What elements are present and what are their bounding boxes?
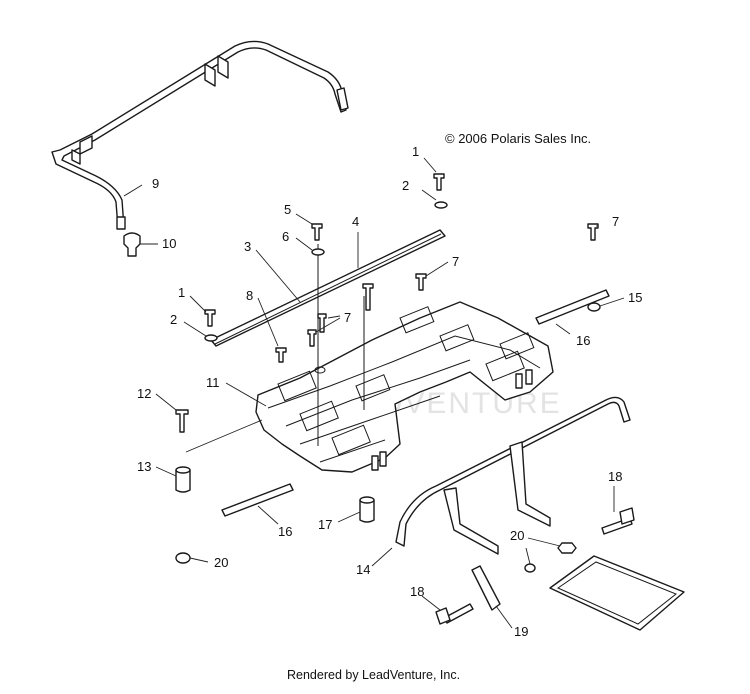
callout-11: 11	[206, 375, 220, 390]
callout-9: 9	[152, 176, 159, 191]
callout-20-left: 20	[214, 555, 228, 570]
callout-6: 6	[282, 229, 289, 244]
footer-credit: Rendered by LeadVenture, Inc.	[287, 668, 461, 682]
callout-16-lower: 16	[278, 524, 292, 539]
tray	[549, 555, 685, 631]
callout-18-right: 18	[608, 469, 622, 484]
rear-rail-part-14	[395, 396, 631, 555]
callout-18-lower: 18	[410, 584, 424, 599]
callout-labels: 1 2 5 6 4 3 7 7 1 2 8 7 9 10 7 15 16 11 …	[137, 144, 642, 639]
callout-14: 14	[356, 562, 370, 577]
callout-17: 17	[318, 517, 332, 532]
bracket-part-19	[471, 565, 501, 611]
copyright-notice: © 2006 Polaris Sales Inc.	[445, 131, 592, 146]
rack-platform-part-11	[255, 301, 554, 473]
callout-7-middle: 7	[344, 310, 351, 325]
callout-2-left: 2	[170, 312, 177, 327]
strip-part-16	[221, 289, 610, 517]
callout-12: 12	[137, 386, 151, 401]
spacers	[175, 466, 375, 523]
front-strip-part-3	[210, 229, 446, 347]
rivet-part-10	[123, 232, 141, 257]
callout-7-upper: 7	[452, 254, 459, 269]
callout-15: 15	[628, 290, 642, 305]
callout-8: 8	[246, 288, 253, 303]
front-rail-part-9	[51, 40, 349, 230]
part-4-lines	[317, 232, 365, 446]
callout-4: 4	[352, 214, 359, 229]
callout-5: 5	[284, 202, 291, 217]
long-bolt-part-18	[435, 507, 635, 625]
callout-1-left: 1	[178, 285, 185, 300]
leader-lines	[123, 157, 625, 629]
callout-10: 10	[162, 236, 176, 251]
callout-7-right: 7	[612, 214, 619, 229]
callout-13: 13	[137, 459, 151, 474]
callout-20-right: 20	[510, 528, 524, 543]
callout-16-upper: 16	[576, 333, 590, 348]
callout-19: 19	[514, 624, 528, 639]
callout-1-top: 1	[412, 144, 419, 159]
callout-3: 3	[244, 239, 251, 254]
callout-2-top: 2	[402, 178, 409, 193]
